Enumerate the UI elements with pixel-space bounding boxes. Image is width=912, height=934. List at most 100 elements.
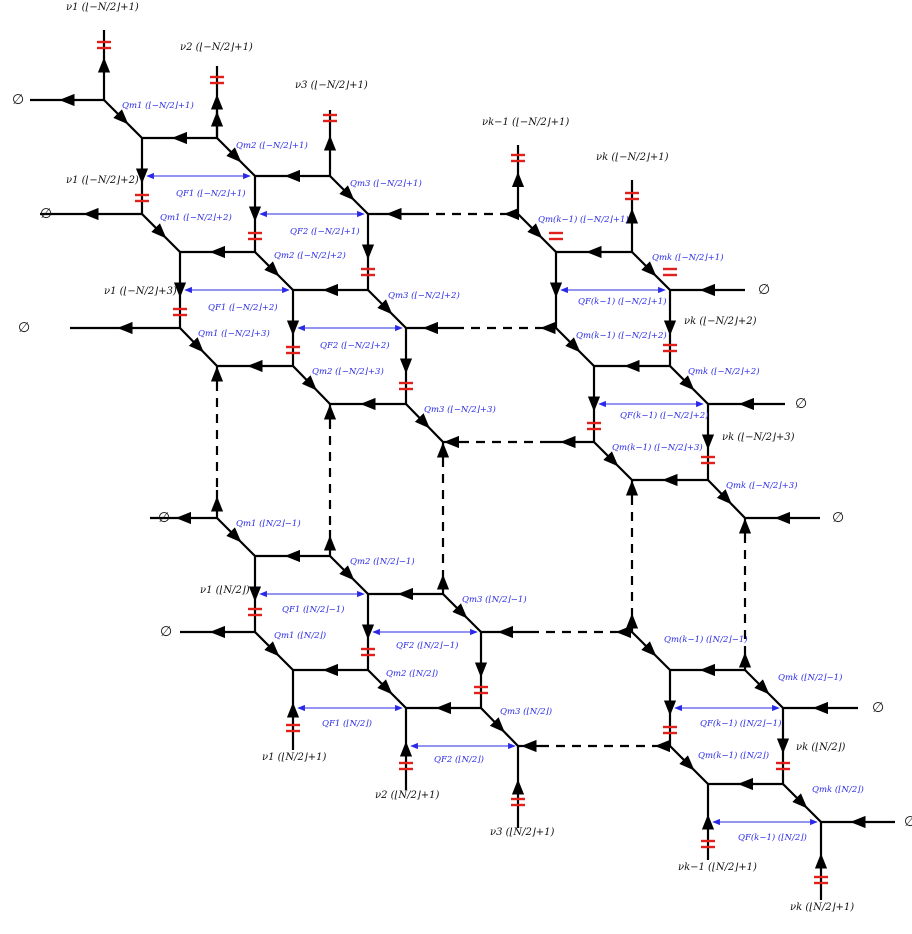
web-edge bbox=[498, 726, 519, 747]
web-edge bbox=[650, 650, 671, 671]
web-edge bbox=[517, 213, 543, 239]
qm-label: Qm3 (⌊−N/2⌋+3) bbox=[424, 404, 496, 415]
empty-set-symbol: ∅ bbox=[40, 206, 52, 222]
qm-label: Qm2 (⌊−N/2⌋+2) bbox=[274, 250, 346, 261]
web-edge bbox=[461, 612, 482, 633]
empty-set-symbol: ∅ bbox=[18, 320, 30, 336]
nu-label: ν3 (⌊−N/2⌋+1) bbox=[295, 80, 368, 91]
qf-label: QF2 (⌊−N/2⌋+1) bbox=[290, 226, 360, 237]
web-edge bbox=[631, 251, 657, 277]
web-edge bbox=[669, 745, 695, 771]
web-edge bbox=[254, 631, 280, 657]
qf-label: QF2 (⌊−N/2⌋+2) bbox=[320, 340, 390, 351]
web-edge bbox=[348, 574, 369, 595]
qm-label: Qm3 (⌊−N/2⌋+1) bbox=[350, 178, 422, 189]
qm-label: Qm3 (⌊N/2⌋−1) bbox=[462, 594, 527, 605]
web-edge bbox=[216, 517, 242, 543]
qm-label: Qmk (⌊−N/2⌋+3) bbox=[726, 480, 798, 491]
qm-label: Qm(k−1) (⌊−N/2⌋+2) bbox=[576, 330, 667, 341]
qf-label: QF(k−1) (⌊N/2⌋) bbox=[738, 832, 807, 843]
red-barriers bbox=[97, 40, 828, 885]
nu-label: ν1 (⌊N/2⌋+1) bbox=[262, 752, 327, 763]
empty-set-symbol: ∅ bbox=[832, 510, 844, 526]
empty-set-symbol: ∅ bbox=[872, 700, 884, 716]
qm-label: Qm2 (⌊N/2⌋−1) bbox=[350, 556, 415, 567]
qm-label: Qm3 (⌊N/2⌋) bbox=[500, 706, 552, 717]
qm-label: Qm3 (⌊−N/2⌋+2) bbox=[388, 290, 460, 301]
web-edge bbox=[160, 232, 181, 253]
qf-label: QF2 (⌊N/2⌋) bbox=[434, 754, 484, 765]
nu-label: νk (⌊−N/2⌋+3) bbox=[722, 432, 795, 443]
web-edge bbox=[763, 688, 784, 709]
qf-label: QF(k−1) (⌊−N/2⌋+1) bbox=[578, 296, 667, 307]
web-edge bbox=[707, 479, 732, 505]
empty-set-symbol: ∅ bbox=[904, 814, 912, 830]
empty-set-symbol: ∅ bbox=[758, 282, 770, 298]
web-edge bbox=[725, 498, 746, 519]
qm-label: Qm1 (⌊N/2⌋) bbox=[274, 630, 326, 641]
qm-label: Qm1 (⌊N/2⌋−1) bbox=[236, 518, 301, 529]
web-edge bbox=[348, 194, 369, 215]
web-edge bbox=[688, 384, 709, 405]
web-edge bbox=[122, 118, 143, 139]
nu-label: νk (⌊N/2⌋) bbox=[796, 742, 846, 753]
qm-label: Qmk (⌊−N/2⌋+1) bbox=[652, 252, 724, 263]
web-edge bbox=[367, 669, 393, 695]
web-edge bbox=[631, 631, 657, 657]
qm-label: Qm2 (⌊−N/2⌋+3) bbox=[312, 366, 384, 377]
web-edge bbox=[688, 764, 709, 785]
qf-label: QF(k−1) (⌊−N/2⌋+2) bbox=[620, 410, 709, 421]
web-edge bbox=[310, 384, 331, 405]
web-edge bbox=[273, 650, 294, 671]
qf-label: QF1 (⌊N/2⌋) bbox=[322, 718, 372, 729]
nu-label: ν2 (⌊−N/2⌋+1) bbox=[180, 42, 253, 53]
qf-label: QF2 (⌊N/2⌋−1) bbox=[396, 640, 458, 651]
web-edge bbox=[179, 327, 204, 353]
web-edge bbox=[292, 365, 317, 391]
nu-label: ν1 (⌊−N/2⌋+1) bbox=[66, 2, 139, 13]
web-edge bbox=[555, 327, 581, 353]
nu-label: νk (⌊−N/2⌋+1) bbox=[596, 152, 669, 163]
empty-set-symbol: ∅ bbox=[12, 92, 24, 108]
web-edge bbox=[367, 289, 393, 315]
qm-label: Qmk (⌊−N/2⌋+2) bbox=[688, 366, 760, 377]
web-edge bbox=[593, 441, 619, 467]
web-edge bbox=[574, 346, 595, 367]
web-edge bbox=[423, 422, 444, 443]
web-edge bbox=[650, 270, 671, 291]
nu-label: ν2 (⌊N/2⌋+1) bbox=[375, 790, 440, 801]
empty-set-symbol: ∅ bbox=[160, 624, 172, 640]
qm-label: Qm1 (⌊−N/2⌋+1) bbox=[122, 100, 194, 111]
qf-label: QF1 (⌊−N/2⌋+2) bbox=[208, 302, 278, 313]
web-edge bbox=[612, 460, 633, 481]
qm-label: Qm2 (⌊N/2⌋) bbox=[386, 668, 438, 679]
qm-label: Qm1 (⌊−N/2⌋+3) bbox=[198, 328, 270, 339]
web-edge bbox=[669, 365, 695, 391]
qf-label: QF1 (⌊−N/2⌋+1) bbox=[176, 188, 246, 199]
qm-label: Qm(k−1) (⌊N/2⌋) bbox=[698, 750, 769, 761]
web-edge bbox=[442, 593, 468, 619]
qm-label: Qmk (⌊N/2⌋−1) bbox=[778, 672, 842, 683]
web-edges bbox=[30, 30, 895, 900]
nu-label: ν1 (⌊−N/2⌋+3) bbox=[104, 286, 177, 297]
qm-label: Qm(k−1) (⌊−N/2⌋+1) bbox=[538, 214, 629, 225]
nu-label: ν1 (⌊N/2⌋) bbox=[200, 585, 250, 596]
nu-label: νk (⌊−N/2⌋+2) bbox=[684, 316, 757, 327]
nu-label: ν1 (⌊−N/2⌋+2) bbox=[66, 175, 139, 186]
web-edge bbox=[235, 156, 256, 177]
nu-label: νk−1 (⌊N/2⌋+1) bbox=[678, 862, 757, 873]
web-edge bbox=[536, 232, 557, 253]
qf-label: QF1 (⌊N/2⌋−1) bbox=[282, 604, 344, 615]
web-edge bbox=[480, 707, 505, 733]
qm-label: Qmk (⌊N/2⌋) bbox=[812, 784, 864, 795]
nu-label: νk−1 (⌊−N/2⌋+1) bbox=[482, 117, 569, 128]
qm-label: Qm(k−1) (⌊N/2⌋−1) bbox=[664, 634, 748, 645]
web-edge bbox=[744, 669, 770, 695]
qf-width-arrows bbox=[146, 172, 818, 826]
web-edge bbox=[273, 270, 294, 291]
web-edge bbox=[329, 175, 355, 201]
nu-label: ν3 (⌊N/2⌋+1) bbox=[490, 827, 555, 838]
empty-set-symbol: ∅ bbox=[795, 396, 807, 412]
empty-set-symbol: ∅ bbox=[158, 510, 170, 526]
labels: ∅ ∅ ∅ ∅ ∅ ∅ ∅ ∅ ∅ ∅ ν1 (⌊−N/2⌋+1) ν2 (⌊−N/2⌋+1) ν3 (… bbox=[12, 2, 912, 913]
